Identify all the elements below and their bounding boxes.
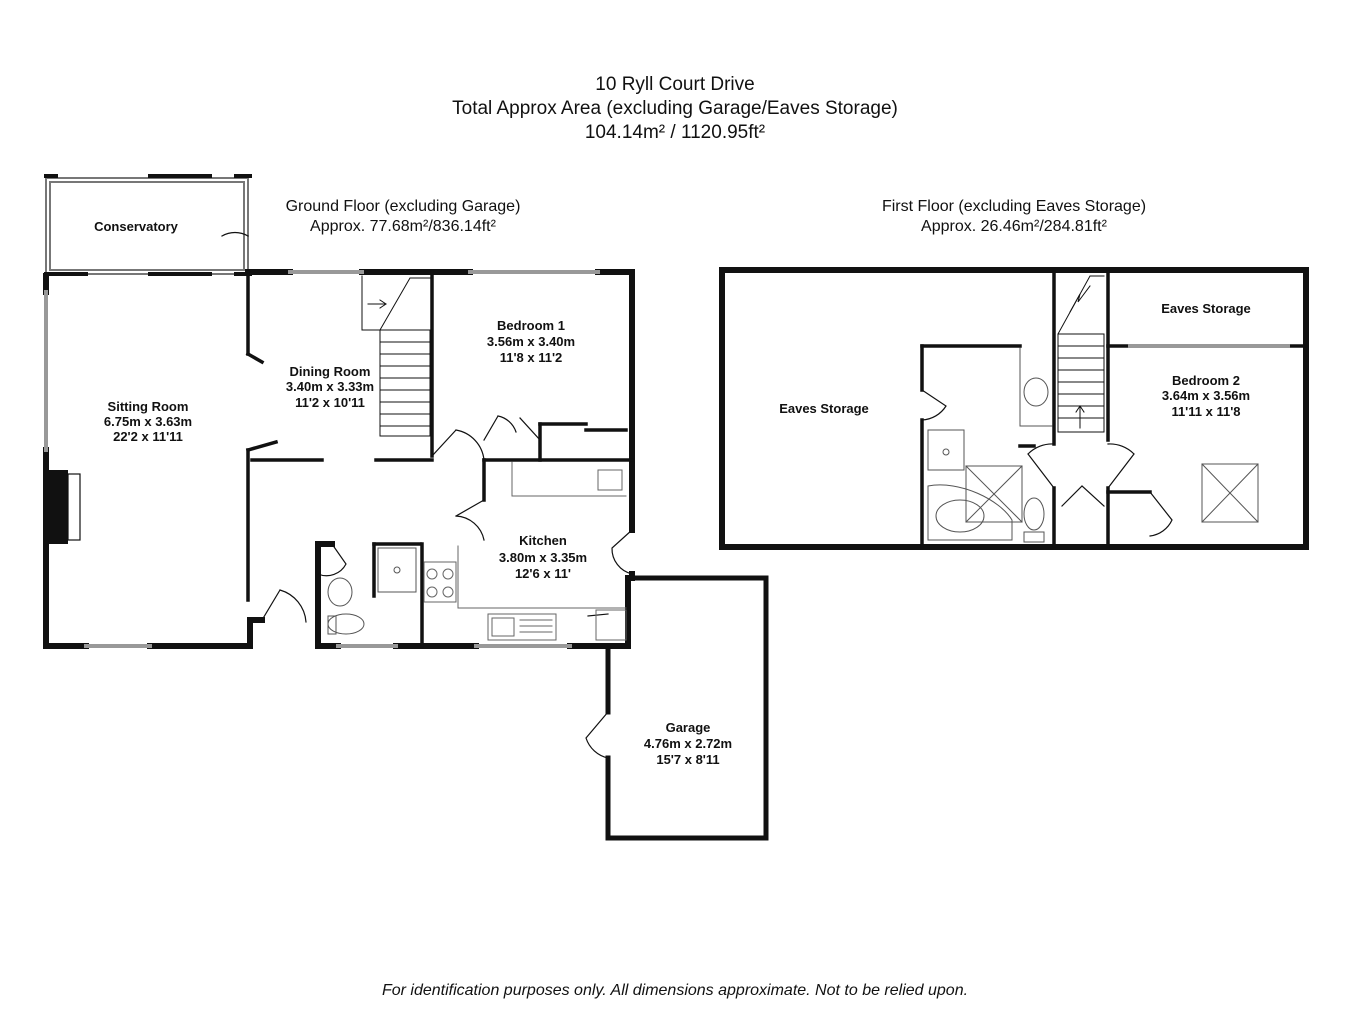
bedroom-1-imperial: 11'8 x 11'2 [500,350,563,365]
total-area-label: Total Approx Area (excluding Garage/Eave… [452,98,898,119]
bedroom-1-label: Bedroom 1 [497,318,565,333]
sitting-room-metric: 6.75m x 3.63m [104,414,192,429]
bedroom-2-metric: 3.64m x 3.56m [1162,388,1250,403]
bedroom-2-imperial: 11'11 x 11'8 [1171,404,1240,419]
plan-address: 10 Ryll Court Drive [595,74,755,95]
eaves-storage-left-label: Eaves Storage [779,401,869,416]
first-floor-stairs [1057,275,1105,433]
dining-room-imperial: 11'2 x 10'11 [295,395,365,410]
ground-floor-walls [43,269,635,649]
kitchen-imperial: 12'6 x 11' [515,566,571,581]
ground-floor-doors [261,415,633,623]
bedroom-1-metric: 3.56m x 3.40m [487,334,575,349]
ground-floor-inner-walls [245,270,634,648]
first-floor-outer-wall [719,267,1309,550]
garage-door-swing [585,711,609,759]
ground-floor-title: Ground Floor (excluding Garage) [285,198,521,215]
conservatory-outline [45,177,249,275]
ground-wc-fittings [327,547,417,635]
kitchen-units [423,461,627,641]
eaves-storage-right-label: Eaves Storage [1161,301,1251,316]
ground-floor-plan [43,174,769,841]
first-floor-title: First Floor (excluding Eaves Storage) [881,198,1147,215]
first-floor-doors [921,389,1173,537]
ground-floor-caption: Ground Floor (excluding Garage) Approx. … [253,197,553,237]
ground-floor-stairs [361,275,431,437]
kitchen-label: Kitchen [519,533,567,548]
garage-imperial: 15'7 x 8'11 [656,752,719,767]
dining-room-metric: 3.40m x 3.33m [286,379,374,394]
sitting-room-label: Sitting Room [108,399,189,414]
fireplace [46,470,81,544]
disclaimer: For identification purposes only. All di… [381,982,969,999]
first-floor-area: Approx. 26.46m²/284.81ft² [921,218,1107,235]
kitchen-metric: 3.80m x 3.35m [499,550,587,565]
first-floor-plan [719,267,1309,550]
total-area-value: 104.14m² / 1120.95ft² [584,122,766,143]
ground-floor-area: Approx. 77.68m²/836.14ft² [310,218,496,235]
conservatory-label: Conservatory [94,219,179,234]
bedroom-2-label: Bedroom 2 [1172,373,1240,388]
garage-metric: 4.76m x 2.72m [644,736,732,751]
garage-walls [605,575,769,841]
sitting-room-imperial: 22'2 x 11'11 [113,429,183,444]
skylight [1201,463,1259,523]
garage-label: Garage [666,720,711,735]
first-floor-caption: First Floor (excluding Eaves Storage) Ap… [844,197,1184,237]
conservatory-door-swing [221,231,249,237]
first-floor-bathroom-fittings [927,347,1053,543]
ground-floor-windows [44,270,600,648]
dining-room-label: Dining Room [290,364,371,379]
